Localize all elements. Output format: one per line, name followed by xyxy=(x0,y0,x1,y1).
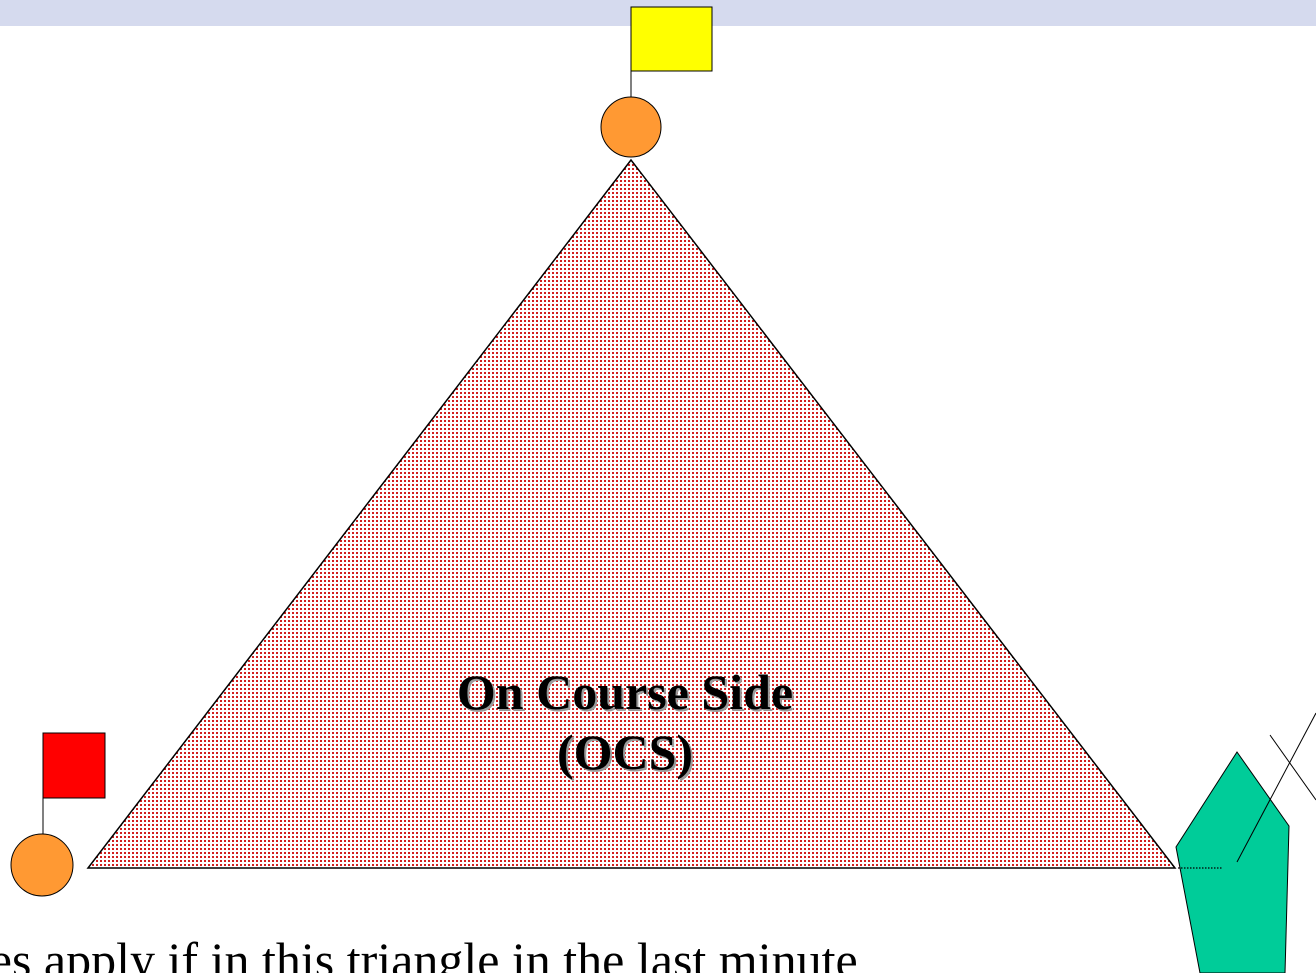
pin-end-mark xyxy=(10,732,106,897)
windward-mark xyxy=(600,6,713,158)
yellow-flag-icon xyxy=(630,6,713,72)
caption: ties apply if in this triangle in the la… xyxy=(0,932,858,973)
boat-mast-line-2 xyxy=(1269,734,1316,801)
committee-boat xyxy=(1175,712,1316,973)
ocs-triangle xyxy=(86,158,1177,869)
top-buoy-icon xyxy=(600,96,662,158)
committee-boat-icon xyxy=(1175,751,1290,973)
pin-buoy-icon xyxy=(10,833,74,897)
boat-mast-line-1 xyxy=(1236,712,1316,863)
red-flag-icon xyxy=(42,732,106,799)
